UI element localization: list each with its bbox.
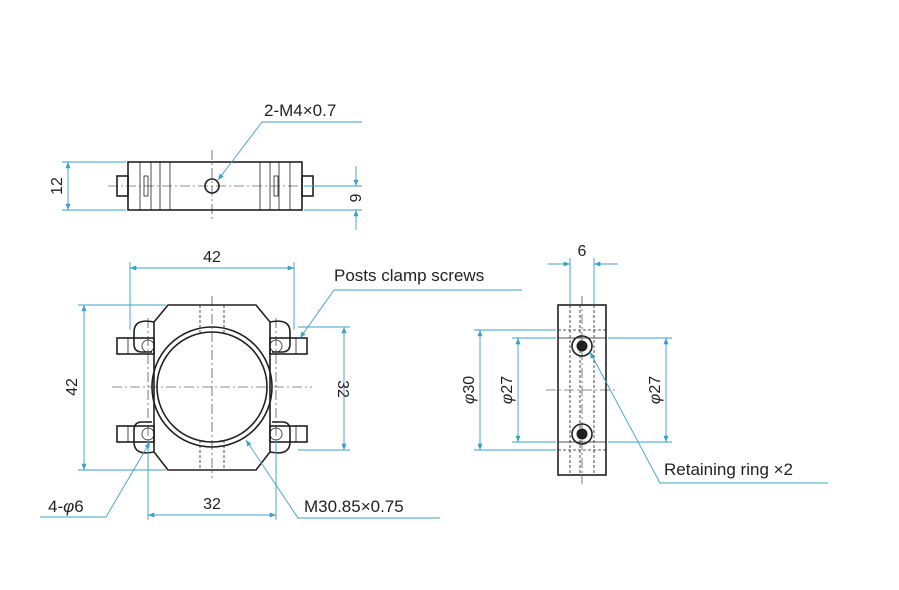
top-view: 2-M4×0.7 12 6 xyxy=(49,101,363,230)
mount-holes-label: 4-φ6 xyxy=(48,497,84,516)
dim-top-height: 12 xyxy=(49,177,66,195)
front-view-body xyxy=(153,304,271,471)
top-hole xyxy=(204,178,220,194)
dim-front-width: 42 xyxy=(203,249,221,266)
dim-front-height: 42 xyxy=(64,378,81,396)
dim-side-inner-dia-left: φ27 xyxy=(499,376,516,404)
top-hole-label: 2-M4×0.7 xyxy=(264,101,336,120)
side-view: 6 φ30 φ27 φ27 Retaining ring ×2 xyxy=(461,243,828,484)
retaining-ring-label: Retaining ring ×2 xyxy=(664,460,793,479)
clamp-screws-label: Posts clamp screws xyxy=(334,266,484,285)
dim-side-thickness: 6 xyxy=(578,243,587,260)
dim-top-hole-height: 6 xyxy=(346,194,363,203)
dim-front-hole-span-v: 32 xyxy=(334,380,351,398)
thread-label: M30.85×0.75 xyxy=(304,497,404,516)
front-view: 42 42 32 32 Posts clamp screws 4-φ6 M30.… xyxy=(40,249,522,520)
dim-front-hole-span-h: 32 xyxy=(203,496,221,513)
dim-side-outer-dia: φ30 xyxy=(461,376,478,404)
dim-side-inner-dia-right: φ27 xyxy=(647,376,664,404)
